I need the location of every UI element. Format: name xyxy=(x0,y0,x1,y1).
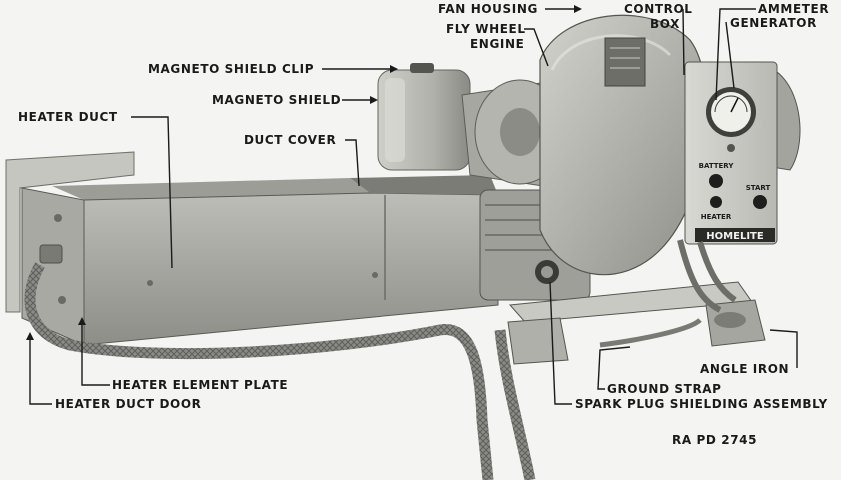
leader-lines xyxy=(26,5,798,405)
heater-caption: HEATER xyxy=(701,213,732,221)
brand-label: HOMELITE xyxy=(706,231,764,242)
magneto-shield-clip xyxy=(410,63,434,73)
braided-cable xyxy=(24,262,494,480)
label-engine: ENGINE xyxy=(470,37,525,51)
label-box: BOX xyxy=(650,17,680,31)
label-fly-wheel: FLY WHEEL xyxy=(446,22,526,36)
label-fan-housing: FAN HOUSING xyxy=(438,2,538,16)
label-ammeter: AMMETER xyxy=(758,2,830,16)
magneto-shield xyxy=(377,63,471,171)
figure-id: RA PD 2745 xyxy=(672,433,758,447)
battery-caption: BATTERY xyxy=(699,162,735,170)
label-duct-cover: DUCT COVER xyxy=(244,133,337,147)
label-heater-element-plate: HEATER ELEMENT PLATE xyxy=(112,378,289,392)
label-generator: GENERATOR xyxy=(730,16,817,30)
fan-housing xyxy=(539,14,708,276)
label-heater-duct: HEATER DUCT xyxy=(18,110,118,124)
label-control: CONTROL xyxy=(624,2,693,16)
label-magneto-shield-clip: MAGNETO SHIELD CLIP xyxy=(148,62,315,76)
label-spark-plug-shielding-assembly: SPARK PLUG SHIELDING ASSEMBLY xyxy=(575,397,828,411)
start-caption: START xyxy=(746,184,771,192)
label-angle-iron: ANGLE IRON xyxy=(700,362,790,376)
label-ground-strap: GROUND STRAP xyxy=(607,382,722,396)
label-magneto-shield: MAGNETO SHIELD xyxy=(212,93,342,107)
label-heater-duct-door: HEATER DUCT DOOR xyxy=(55,397,202,411)
